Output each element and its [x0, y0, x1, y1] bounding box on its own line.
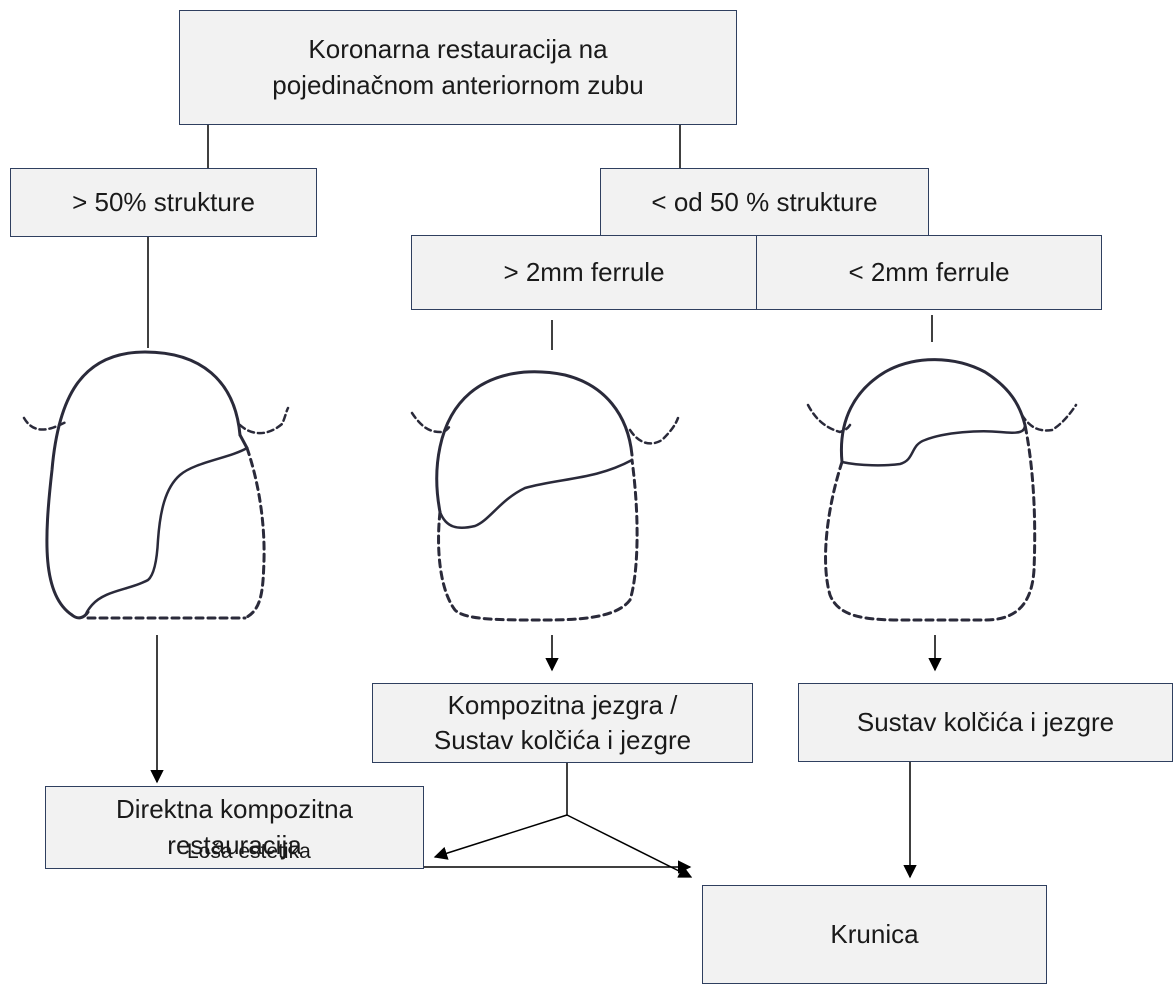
- ferrule-more-node: > 2mm ferrule: [411, 235, 757, 310]
- more-than-50-node: > 50% strukture: [10, 168, 317, 237]
- crown-node: Krunica: [702, 885, 1047, 984]
- post-core-node: Sustav kolčića i jezgre: [798, 683, 1173, 762]
- arrow-core-to-direct: [433, 814, 568, 860]
- less-than-50-node: < od 50 % strukture: [600, 168, 929, 237]
- core-node: Kompozitna jezgra / Sustav kolčića i jez…: [372, 683, 753, 763]
- poor-esthetics-label: Loša estetika: [187, 840, 311, 863]
- ferrule-less-node: < 2mm ferrule: [756, 235, 1102, 310]
- tooth-illustration-ferrule-less: [806, 358, 1078, 622]
- direct-restoration-node: Direktna kompozitna restauracija: [45, 786, 424, 869]
- tooth-illustration-more50: [22, 350, 290, 620]
- root-node: Koronarna restauracija na pojedinačnom a…: [179, 10, 737, 125]
- tooth-illustration-ferrule-more: [410, 370, 680, 622]
